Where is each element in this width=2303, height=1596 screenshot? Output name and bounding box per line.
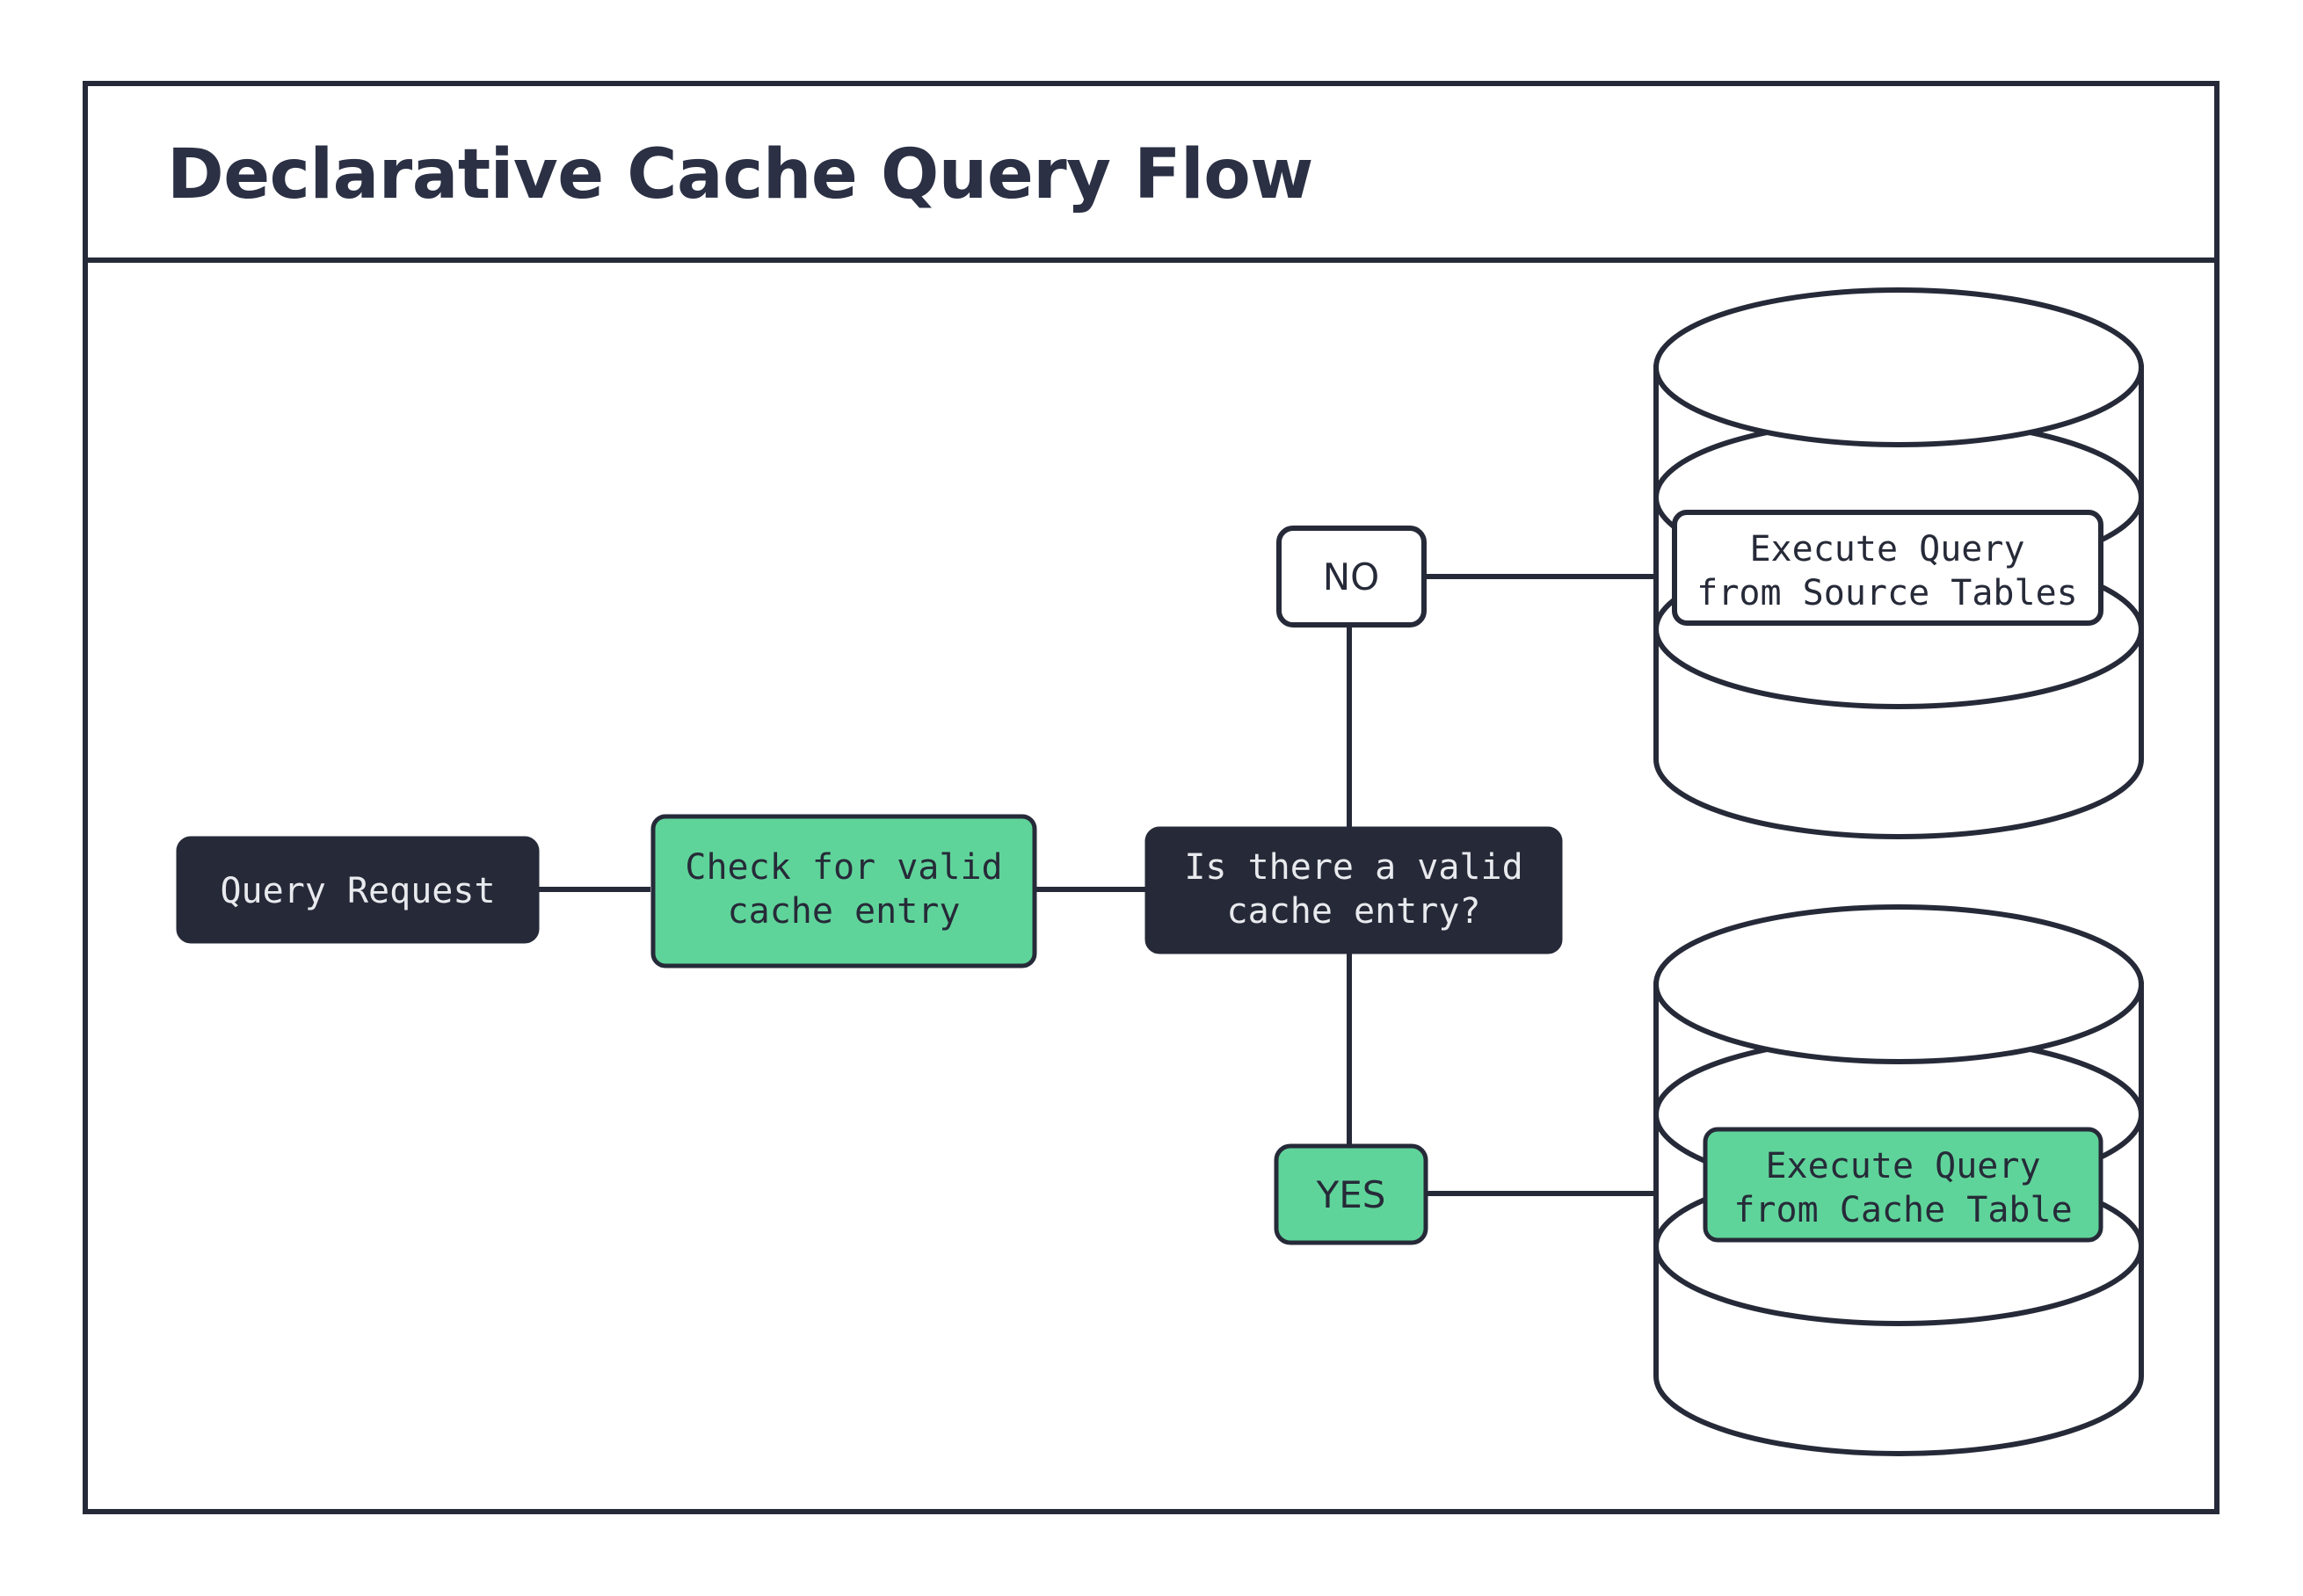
cache-db-label-box <box>1703 1127 2103 1243</box>
page-title: Declarative Cache Query Flow <box>167 135 1313 214</box>
cylinder-top <box>1653 287 2144 447</box>
node-source-database[interactable]: Execute Query from Source Tables <box>1653 287 2144 839</box>
diagram-frame <box>83 81 2219 1514</box>
node-check-cache[interactable]: Check for valid cache entry <box>650 814 1037 968</box>
cylinder-top <box>1653 904 2144 1064</box>
database-icon <box>1653 904 2144 1456</box>
source-db-label-line2: from Source Tables <box>1696 573 2077 613</box>
decision-box <box>1144 826 1563 954</box>
node-cache-database[interactable]: Execute Query from Cache Table <box>1653 904 2144 1456</box>
query-request-label: Query Request <box>220 871 495 911</box>
decision-label-line1: Is there a valid <box>1184 847 1522 888</box>
check-cache-label-line2: cache entry <box>728 891 961 932</box>
yes-badge-label: YES <box>1316 1173 1386 1216</box>
decision-label-line2: cache entry? <box>1227 891 1481 932</box>
cache-db-label-line2: from Cache Table <box>1733 1190 2072 1230</box>
node-decision-valid-cache[interactable]: Is there a valid cache entry? <box>1144 826 1563 954</box>
no-badge-label: NO <box>1323 555 1379 598</box>
node-query-request[interactable]: Query Request <box>176 836 540 944</box>
source-db-label-box <box>1672 510 2103 626</box>
check-cache-label-line1: Check for valid <box>685 847 1002 888</box>
branch-label-no[interactable]: NO <box>1276 526 1427 628</box>
source-db-label-line1: Execute Query <box>1749 529 2024 569</box>
check-cache-box <box>650 814 1037 968</box>
cache-db-label-line1: Execute Query <box>1765 1146 2040 1186</box>
query-request-box <box>176 836 540 944</box>
no-badge-box <box>1276 526 1427 628</box>
branch-label-yes[interactable]: YES <box>1274 1143 1428 1245</box>
yes-badge-box <box>1274 1143 1428 1245</box>
